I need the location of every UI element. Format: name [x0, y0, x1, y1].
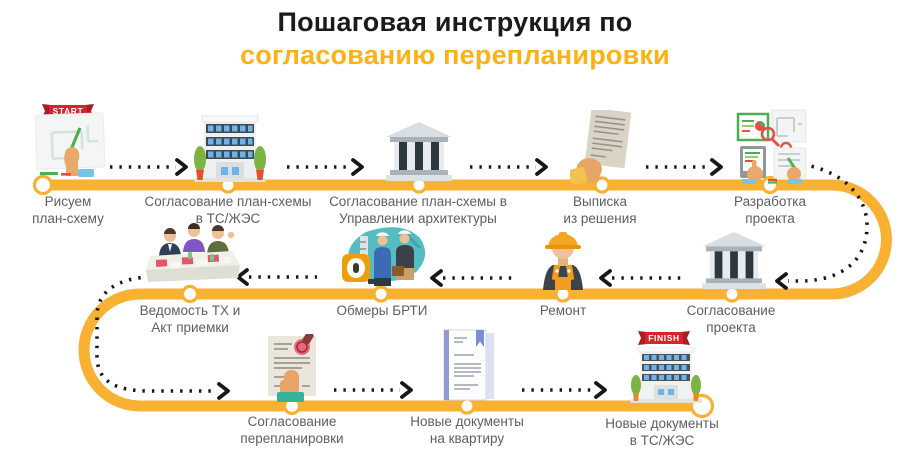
- step-label: Рисуем план-схему: [32, 194, 104, 226]
- step-label: Ремонт: [539, 303, 587, 318]
- flow-arrow-2: [287, 158, 364, 176]
- step-label: Ведомость ТХ и Акт приемки: [139, 303, 241, 335]
- step-label: Разработка проекта: [734, 194, 806, 226]
- step-label: Новые документы в ТС/ЖЭС: [605, 416, 719, 448]
- step-node: [32, 174, 54, 196]
- step-label: Согласование план-схемы в ТС/ЖЭС: [144, 194, 312, 226]
- step-label: Новые документы на квартиру: [410, 414, 524, 446]
- project-approval-icon: [700, 232, 768, 290]
- decision-extract-icon: [570, 110, 636, 184]
- redevelopment-approval-icon: [258, 334, 326, 402]
- brti-measurement-icon: [336, 224, 428, 290]
- flow-arrow-10: [334, 381, 413, 399]
- flow-arrow-6: [599, 269, 686, 287]
- step-node: [593, 176, 611, 194]
- flow-arrow-3: [470, 158, 548, 176]
- plan-drawing-icon: [28, 110, 112, 182]
- page-title: Пошаговая инструкция по согласованию пер…: [0, 6, 910, 72]
- route-path: [37, 179, 892, 412]
- flow-arrow-7: [430, 269, 512, 287]
- step-node: [180, 284, 200, 304]
- title-line-2: согласованию перепланировки: [240, 40, 670, 70]
- finish-flag: FINISH: [638, 331, 690, 345]
- flow-arrow-11: [522, 381, 607, 399]
- acceptance-commission-icon: [144, 220, 240, 288]
- step-label: Согласование перепланировки: [240, 414, 344, 446]
- step-node: [372, 285, 390, 303]
- flow-arrow-5-curve: [775, 161, 869, 290]
- step-label: Выписка из решения: [563, 194, 637, 226]
- step-label: Обмеры БРТИ: [336, 303, 428, 318]
- step-label: Согласование план-схемы в Управлении арх…: [329, 194, 507, 226]
- finish-flag-label: FINISH: [648, 333, 679, 343]
- final-documents-icon: [628, 347, 704, 403]
- title-line-1: Пошаговая инструкция по: [277, 7, 633, 37]
- start-flag-label: START: [53, 106, 84, 116]
- flow-arrow-9-curve: [95, 275, 230, 400]
- apartment-documents-icon: [434, 328, 500, 404]
- step-nodes: [32, 174, 780, 419]
- architecture-authority-icon: [384, 122, 454, 182]
- flow-arrow-8: [236, 268, 317, 286]
- project-development-icon: [732, 108, 810, 184]
- housing-office-building-icon: [192, 112, 268, 182]
- flow-arrow-4: [646, 158, 723, 176]
- repair-worker-icon: [535, 224, 591, 290]
- flow-arrow-1: [110, 158, 188, 176]
- step-label: Согласование проекта: [686, 303, 776, 335]
